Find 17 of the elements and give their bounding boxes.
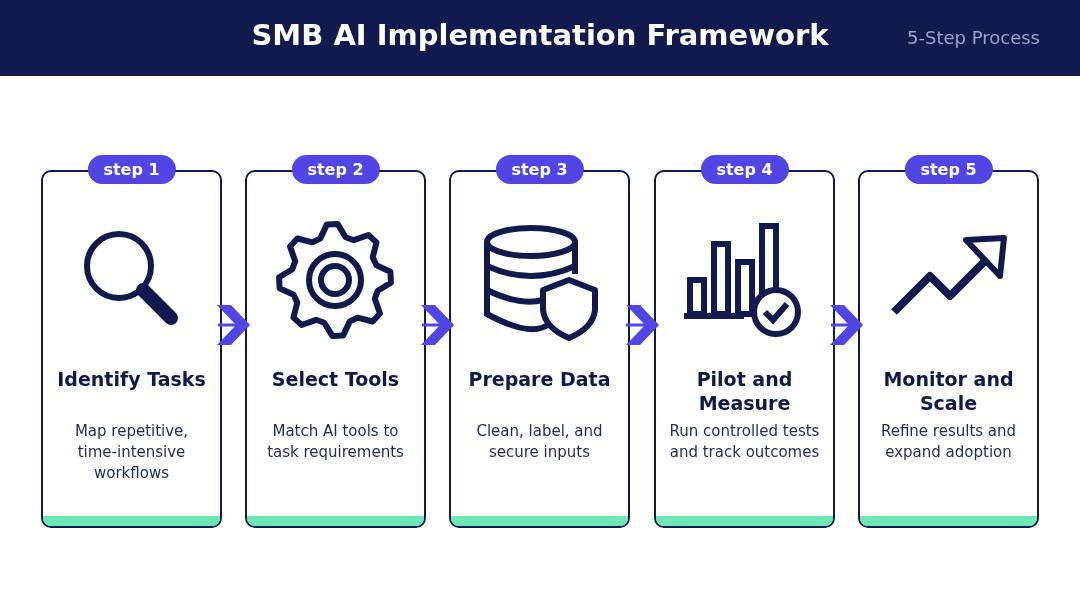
step-badge: step 3: [495, 155, 584, 184]
title: SMB AI Implementation Framework: [251, 18, 829, 52]
step-description: Match AI tools to task requirements: [266, 421, 405, 463]
step-badge: step 4: [700, 155, 789, 184]
step-heading: Identify Tasks: [56, 367, 207, 391]
subtitle-label: 5-Step Process: [907, 27, 1040, 48]
step-badge: step 1: [87, 155, 176, 184]
step-heading: Pilot and Measure: [695, 367, 794, 415]
step-description: Refine results and expand adoption: [879, 421, 1018, 463]
step-heading: Monitor and Scale: [882, 367, 1015, 415]
step-heading: Prepare Data: [467, 367, 612, 391]
step-description: Run controlled tests and track outcomes: [668, 421, 821, 463]
step-badge: step 5: [904, 155, 993, 184]
step-heading: Select Tools: [270, 367, 401, 391]
step-description: Clean, label, and secure inputs: [475, 421, 604, 463]
step-badge: step 2: [291, 155, 380, 184]
step-description: Map repetitive, time-intensive workflows: [73, 421, 190, 484]
